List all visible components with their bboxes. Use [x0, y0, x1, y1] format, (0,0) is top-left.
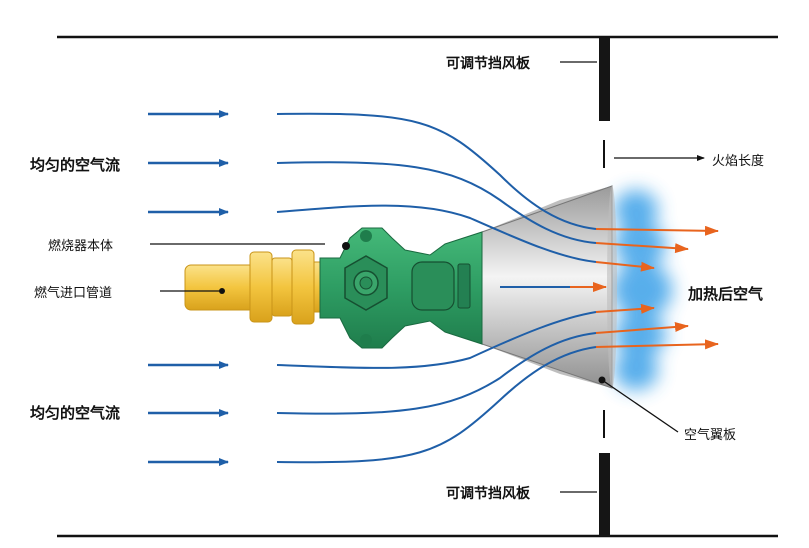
- uniform-air-bottom-label: 均匀的空气流: [30, 404, 121, 422]
- damper-bottom-label: 可调节挡风板: [446, 486, 530, 502]
- flame: [612, 190, 672, 390]
- gas-inlet-pipe: [184, 249, 325, 325]
- leader-lines: [150, 61, 705, 493]
- air-wing-pointer-dot: [598, 376, 606, 384]
- uniform-air-top-label: 均匀的空气流: [30, 156, 121, 174]
- damper-top: [599, 38, 610, 121]
- upstream-air-arrows: [148, 110, 229, 466]
- gas-inlet-label: 燃气进口管道: [34, 286, 113, 301]
- heated-air-label: 加热后空气: [688, 285, 764, 303]
- burner-body-label: 燃烧器本体: [48, 239, 114, 254]
- damper-top-label: 可调节挡风板: [446, 56, 530, 72]
- air-wing-label: 空气翼板: [684, 428, 737, 443]
- gas-inlet-pointer-dot: [219, 288, 225, 294]
- damper-bottom: [599, 453, 610, 536]
- burner-body: [319, 227, 483, 349]
- duct-walls: [57, 35, 778, 538]
- air-flow-lines: [276, 112, 719, 464]
- burner-body-pointer-dot: [342, 242, 350, 250]
- flame-length-label: 火焰长度: [712, 154, 765, 169]
